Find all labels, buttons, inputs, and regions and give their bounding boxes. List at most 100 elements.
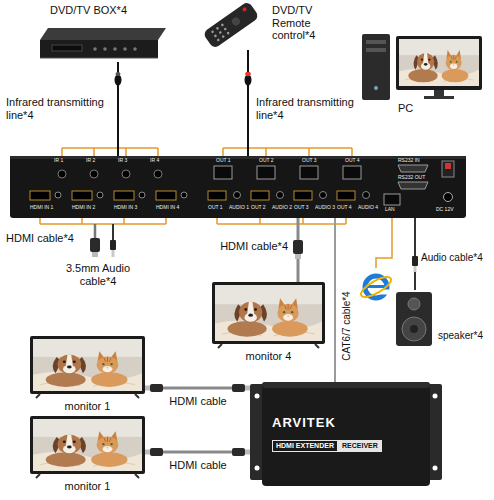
pc-picture bbox=[434, 90, 444, 96]
remote-picture bbox=[202, 1, 259, 50]
matrix-switcher-picture bbox=[30, 191, 50, 200]
matrix-switcher-picture bbox=[251, 191, 269, 200]
monitor-picture bbox=[33, 339, 142, 391]
matrix-switcher-picture bbox=[214, 166, 232, 179]
cable-label: CAT6/7 cable*4 bbox=[341, 291, 353, 360]
matrix-switcher-picture bbox=[320, 192, 327, 199]
dvd-box-picture bbox=[123, 47, 127, 51]
matrix-switcher-picture bbox=[444, 193, 453, 202]
port-label: DC 12V bbox=[436, 207, 454, 213]
device-label: speaker*4 bbox=[438, 330, 483, 342]
input-cable-picture bbox=[90, 238, 100, 252]
plug-icon bbox=[245, 386, 250, 391]
plug-icon bbox=[232, 384, 245, 392]
port-label: OUT 4 bbox=[337, 205, 352, 211]
receiver-picture bbox=[250, 382, 442, 486]
dvd-box-picture bbox=[40, 28, 166, 58]
matrix-switcher-picture bbox=[257, 166, 275, 179]
matrix-switcher-picture bbox=[114, 191, 134, 200]
brand-label: RECEIVER bbox=[338, 440, 382, 452]
matrix-switcher-picture bbox=[122, 170, 130, 178]
input-cable-picture bbox=[94, 224, 97, 238]
pc-picture bbox=[374, 86, 378, 90]
remote-picture bbox=[230, 16, 241, 27]
matrix-switcher-picture bbox=[294, 191, 312, 200]
port-label: AUDIO 1 bbox=[229, 205, 249, 211]
infrared-bracket bbox=[223, 148, 352, 156]
browser-logo bbox=[358, 273, 393, 300]
plug-icon bbox=[145, 450, 150, 455]
remote-picture bbox=[223, 27, 227, 31]
monitor-picture bbox=[33, 419, 142, 471]
plug-icon bbox=[412, 256, 418, 266]
pc-picture bbox=[424, 96, 454, 99]
pc-picture bbox=[362, 34, 482, 100]
matrix-switcher-picture bbox=[10, 156, 466, 218]
input-cable-picture bbox=[92, 252, 98, 257]
matrix-switcher-picture bbox=[337, 191, 355, 200]
matrix-switcher-picture bbox=[139, 192, 145, 198]
remote-picture bbox=[202, 1, 259, 50]
pc-picture bbox=[399, 39, 479, 86]
extender-receiver: ARVITEKHDMI EXTENDERRECEIVER bbox=[250, 382, 442, 486]
plug-icon bbox=[414, 266, 417, 272]
cable-label: HDMI cable bbox=[150, 459, 246, 472]
infrared-emitter bbox=[115, 75, 122, 86]
device-label: monitor 1 bbox=[30, 400, 145, 413]
monitor-picture bbox=[218, 344, 319, 348]
plug-icon bbox=[295, 254, 301, 259]
plug-icon bbox=[293, 240, 303, 254]
matrix-switcher-picture bbox=[10, 156, 466, 218]
matrix-switcher-picture bbox=[277, 192, 284, 199]
speaker-picture bbox=[396, 292, 432, 346]
port-label: OUT 4 bbox=[345, 158, 360, 164]
monitor-picture bbox=[36, 474, 139, 478]
matrix-switcher-picture bbox=[343, 166, 361, 179]
dvd-box-picture bbox=[93, 47, 97, 51]
speaker-picture bbox=[396, 292, 432, 346]
speaker-picture bbox=[402, 317, 426, 341]
port-label: OUT 1 bbox=[208, 205, 223, 211]
receiver-picture bbox=[250, 384, 264, 480]
dvd-box-picture bbox=[40, 40, 158, 58]
matrix-switcher-picture bbox=[90, 170, 98, 178]
matrix-switcher-picture bbox=[55, 192, 61, 198]
pc-picture bbox=[396, 36, 482, 90]
device-label: monitor 1 bbox=[30, 480, 145, 493]
port-label: OUT 3 bbox=[302, 158, 317, 164]
infrared-bracket bbox=[62, 148, 158, 156]
port-label: LAN bbox=[385, 207, 395, 213]
speaker-picture bbox=[410, 325, 418, 333]
remote-picture bbox=[221, 35, 225, 39]
port-label: IR 3 bbox=[118, 158, 127, 164]
matrix-switcher-picture bbox=[58, 170, 66, 178]
infrared-emitter bbox=[245, 72, 251, 76]
monitor: monitor 4 bbox=[212, 282, 325, 344]
browser-logo bbox=[358, 273, 393, 300]
port-bracket bbox=[217, 218, 346, 224]
port-label: OUT 3 bbox=[294, 205, 309, 211]
speaker-picture bbox=[408, 298, 420, 310]
device-label: DVD/TV Remote control*4 bbox=[272, 4, 334, 42]
device-label: DVD/TV BOX*4 bbox=[50, 4, 127, 17]
monitor: monitor 1 bbox=[30, 336, 145, 394]
monitor-picture bbox=[212, 282, 325, 344]
port-label: RS232 IN bbox=[398, 158, 420, 164]
dvd-box-picture bbox=[113, 47, 117, 51]
cable-line bbox=[414, 218, 416, 290]
port-label: HDMI IN 4 bbox=[156, 205, 179, 211]
port-label: OUT 2 bbox=[251, 205, 266, 211]
dvd-box-picture bbox=[103, 47, 107, 51]
pc: PC bbox=[362, 30, 484, 100]
plug-icon bbox=[232, 448, 245, 456]
port-label: OUT 1 bbox=[216, 158, 231, 164]
infrared-emitter bbox=[116, 72, 121, 76]
brand-label: ARVITEK bbox=[272, 416, 336, 431]
cable-label: Infrared transmitting line*4 bbox=[256, 96, 356, 121]
matrix-switcher-picture bbox=[398, 165, 428, 172]
cable-label: HDMI cable*4 bbox=[6, 232, 74, 245]
remote-picture bbox=[216, 38, 220, 42]
plug-icon bbox=[145, 240, 418, 456]
dvd-box-picture bbox=[40, 28, 166, 40]
